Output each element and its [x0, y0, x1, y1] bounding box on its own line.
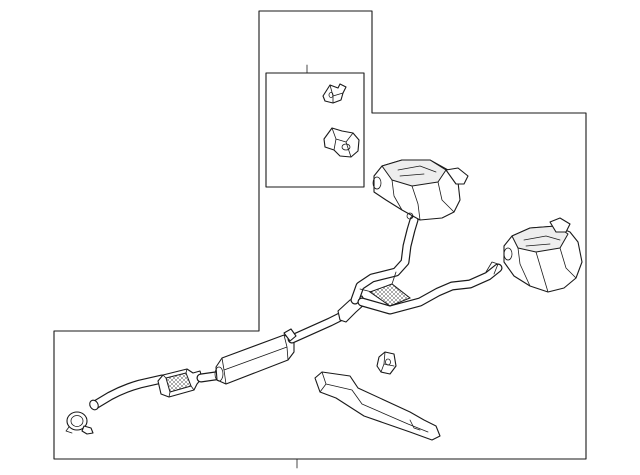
catalytic-converter-icon — [157, 368, 227, 398]
muffler-icon — [214, 334, 295, 385]
y-pipe-icon — [283, 215, 503, 344]
rear-muffler-icon — [503, 217, 583, 293]
callout-frame — [53, 10, 587, 460]
heat-shield-icon — [314, 371, 441, 441]
front-pipe-icon — [89, 374, 167, 411]
insulator-icon — [376, 351, 397, 375]
hardware-subframe — [265, 72, 365, 188]
bracket-icon — [322, 83, 347, 104]
clamp-icon — [65, 411, 94, 435]
hanger-icon — [323, 127, 360, 158]
rear-muffler-icon — [372, 159, 469, 221]
